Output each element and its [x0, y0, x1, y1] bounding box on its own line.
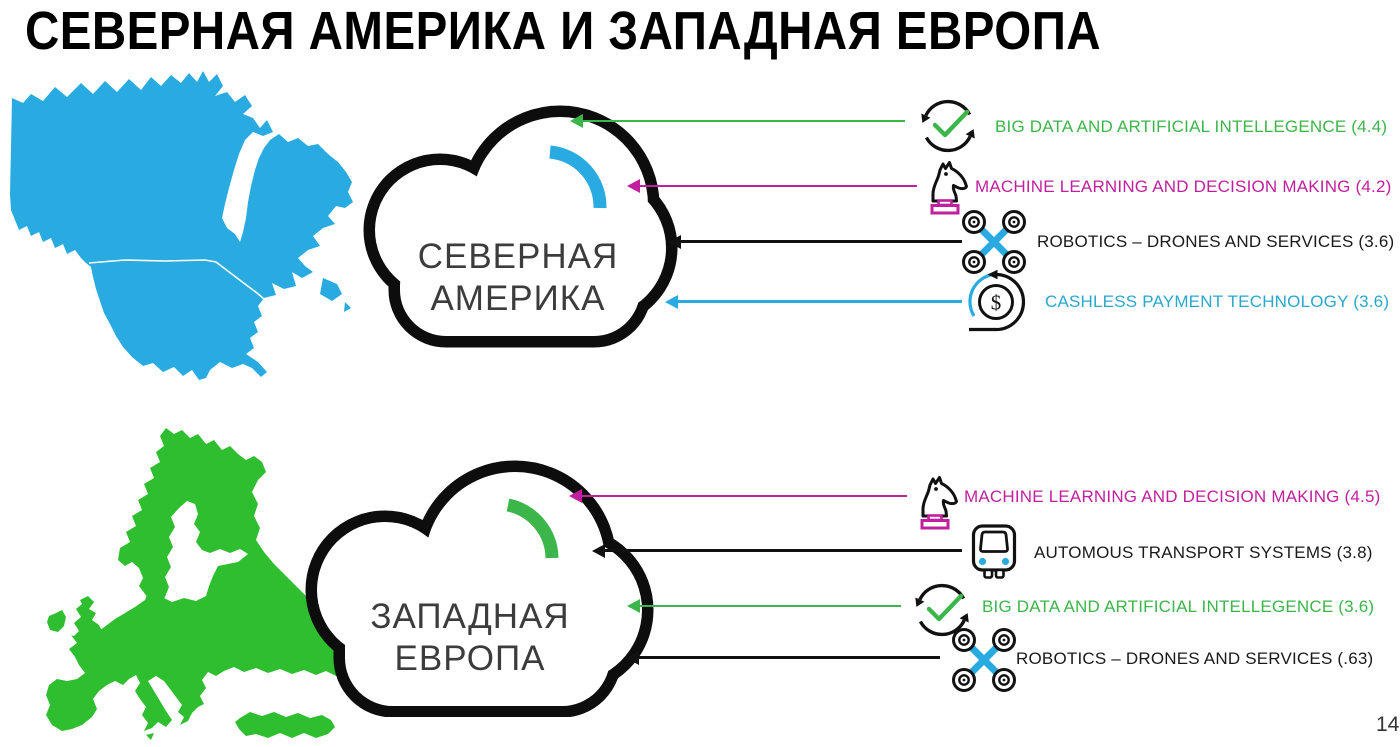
drone-icon [952, 628, 1016, 692]
tech-label-we-transport: AUTOMOUS TRANSPORT SYSTEMS (3.8) [1034, 543, 1373, 562]
arrow-na-robotics [668, 235, 962, 249]
north-america-map [10, 71, 353, 380]
slide-title: СЕВЕРНАЯ АМЕРИКА И ЗАПАДНАЯ ЕВРОПА [25, 1, 1102, 61]
arrow-we-big-data [627, 599, 901, 613]
cloud-label-line1: СЕВЕРНАЯ [418, 237, 619, 276]
cloud-label-line2: ЕВРОПА [395, 639, 546, 678]
arrow-na-big-data [570, 114, 905, 128]
western-europe-cloud: ЗАПАДНАЯ ЕВРОПА [305, 460, 654, 717]
arrow-we-transport [592, 544, 962, 558]
tech-label-na-big-data: BIG DATA AND ARTIFICIAL INTELLEGENCE (4.… [995, 117, 1388, 136]
western-europe-map [46, 428, 348, 740]
arrow-we-robotics [626, 651, 940, 665]
cloud-arc-green [506, 498, 559, 559]
tech-label-na-machine-learning: MACHINE LEARNING AND DECISION MAKING (4.… [975, 177, 1392, 196]
page-number: 14 [1376, 713, 1400, 736]
arrow-na-cashless [665, 295, 962, 309]
cloud-label-line1: ЗАПАДНАЯ [370, 597, 569, 636]
tech-label-na-cashless: CASHLESS PAYMENT TECHNOLOGY (3.6) [1045, 292, 1390, 311]
chess-knight-icon [912, 150, 978, 216]
cloud-arc-blue [549, 145, 607, 209]
tech-label-we-robotics: ROBOTICS – DRONES AND SERVICES (.63) [1016, 649, 1374, 668]
drone-icon [962, 210, 1026, 274]
tech-label-we-big-data: BIG DATA AND ARTIFICIAL INTELLEGENCE (3.… [982, 597, 1375, 616]
tech-label-we-machine-learning: MACHINE LEARNING AND DECISION MAKING (4.… [964, 487, 1381, 506]
arrow-na-machine-learning [627, 179, 917, 193]
cashless-payment-icon [963, 269, 1029, 335]
sync-check-icon [912, 88, 982, 158]
cloud-label-line2: АМЕРИКА [430, 279, 605, 318]
north-america-cloud: СЕВЕРНАЯ АМЕРИКА [363, 105, 678, 348]
tech-label-na-robotics: ROBOTICS – DRONES AND SERVICES (3.6) [1037, 232, 1395, 251]
chess-knight-icon [902, 465, 968, 531]
arrow-we-machine-learning [569, 489, 907, 503]
